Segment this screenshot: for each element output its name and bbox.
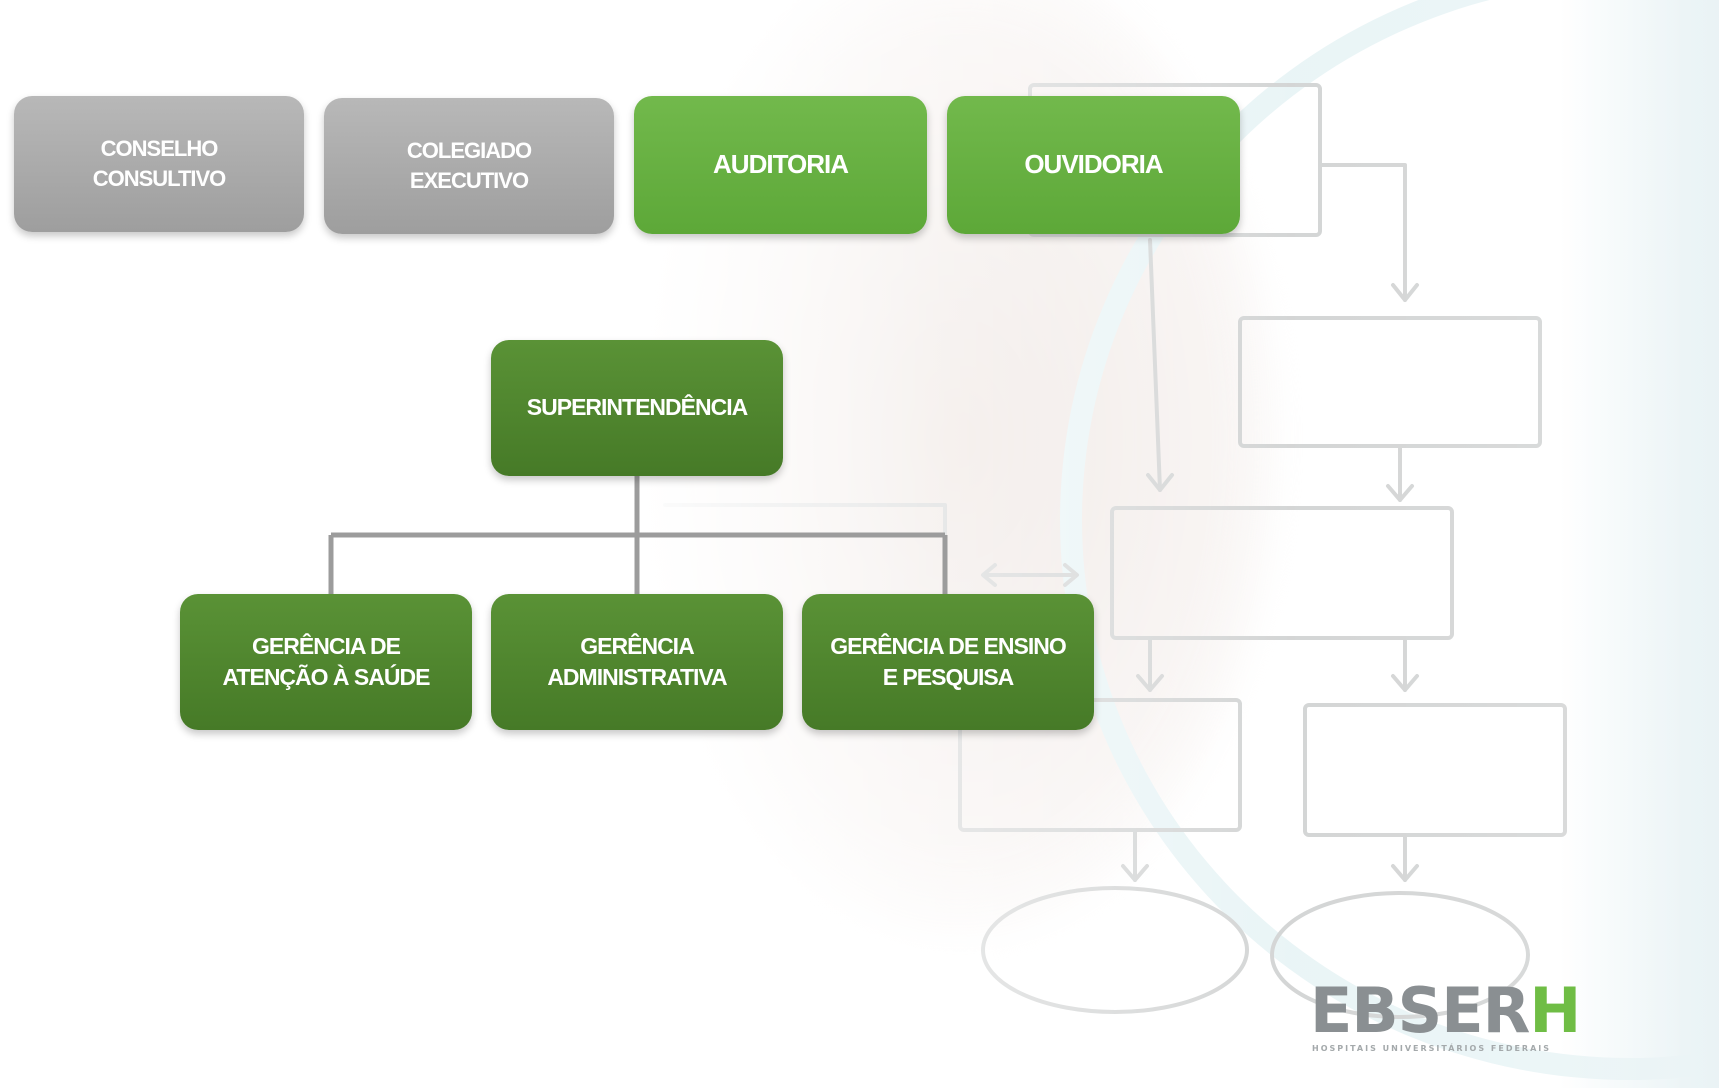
gerencia-atencao-saude-label: GERÊNCIA DE ATENÇÃO À SAÚDE [222,632,431,690]
gerencia-administrativa-label: GERÊNCIA ADMINISTRATIVA [547,632,727,690]
auditoria-label: AUDITORIA [713,149,849,180]
superintendencia-label: SUPERINTENDÊNCIA [526,394,748,421]
superintendencia-box: SUPERINTENDÊNCIA [491,340,783,476]
ouvidoria-label: OUVIDORIA [1024,149,1163,180]
conselho-consultivo-label: CONSELHO CONSULTIVO [92,136,227,191]
colegiado-executivo-label: COLEGIADO EXECUTIVO [406,138,532,193]
gerencia-administrativa-box: GERÊNCIA ADMINISTRATIVA [491,594,783,730]
logo-tagline: HOSPITAIS UNIVERSITÁRIOS FEDERAIS [1312,1044,1552,1053]
ouvidoria-box: OUVIDORIA [947,96,1240,234]
conselho-consultivo-box: CONSELHO CONSULTIVO [14,96,304,232]
logo-word-accent: H [1529,974,1581,1047]
gerencia-atencao-saude-box: GERÊNCIA DE ATENÇÃO À SAÚDE [180,594,472,730]
colegiado-executivo-box: COLEGIADO EXECUTIVO [324,98,614,234]
logo-word-main: EBSER [1310,974,1530,1047]
auditoria-box: AUDITORIA [634,96,927,234]
ebserh-logo: EBSERH HOSPITAIS UNIVERSITÁRIOS FEDERAIS [1310,980,1592,1060]
gerencia-ensino-pesquisa-box: GERÊNCIA DE ENSINO E PESQUISA [802,594,1094,730]
logo-wordmark: EBSERH [1310,980,1581,1042]
gerencia-ensino-pesquisa-label: GERÊNCIA DE ENSINO E PESQUISA [830,632,1066,690]
